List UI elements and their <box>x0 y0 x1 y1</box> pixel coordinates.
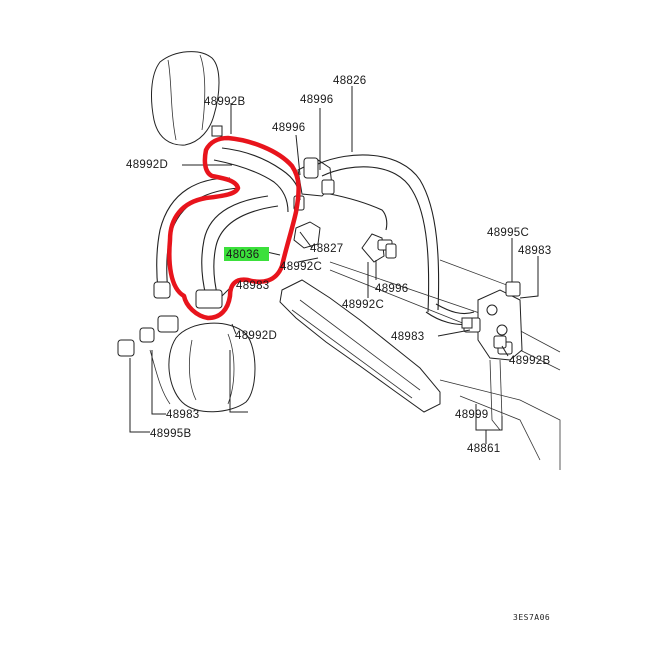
label-48995b: 48995B <box>150 428 191 440</box>
pressure-hose-48036 <box>153 147 301 309</box>
label-48826: 48826 <box>333 75 366 87</box>
label-48996-a: 48996 <box>300 94 333 106</box>
diagram-code: 3ES7A06 <box>513 613 550 622</box>
label-48983-mid: 48983 <box>236 280 269 292</box>
fittings <box>385 243 507 349</box>
power-steering-pump <box>117 315 256 413</box>
leader-lines <box>129 86 539 444</box>
reservoir-tank <box>151 51 223 146</box>
part-labels: 48992B 48996 48826 48996 48992D 48036 48… <box>126 75 551 622</box>
label-48036-highlight <box>224 247 269 261</box>
label-48992b-right: 48992B <box>509 355 550 367</box>
label-48999: 48999 <box>455 409 488 421</box>
label-48992d-bottom: 48992D <box>235 330 277 342</box>
highlight-outline <box>167 135 301 321</box>
label-48983-r2: 48983 <box>391 331 424 343</box>
label-48861: 48861 <box>467 443 500 455</box>
label-48983-low: 48983 <box>166 409 199 421</box>
label-48983-right: 48983 <box>518 245 551 257</box>
label-48992c-a: 48992C <box>280 261 322 273</box>
label-48992c-b: 48992C <box>342 299 384 311</box>
label-48036: 48036 <box>226 249 259 261</box>
label-48996-b: 48996 <box>272 122 305 134</box>
label-48992b-top: 48992B <box>204 96 245 108</box>
label-48827: 48827 <box>310 243 343 255</box>
label-48992d-left: 48992D <box>126 159 168 171</box>
steering-gearbox <box>279 259 561 470</box>
label-48996-c: 48996 <box>375 283 408 295</box>
label-48995c: 48995C <box>487 227 529 239</box>
